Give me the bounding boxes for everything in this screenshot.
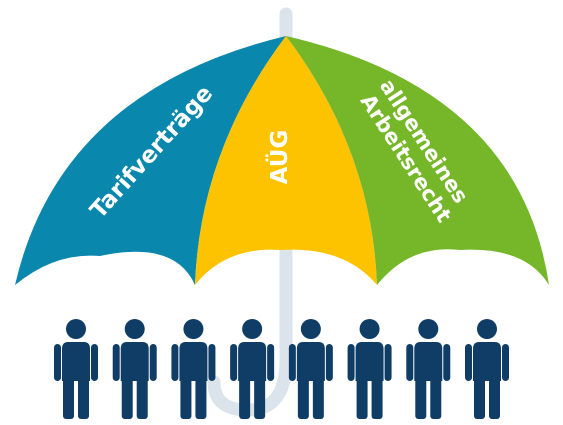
person-icon <box>230 319 275 419</box>
person-icon <box>54 319 98 419</box>
person-icon <box>465 319 509 419</box>
person-icon <box>171 319 216 419</box>
canopy-panel-tarifvertraege <box>15 36 286 285</box>
people-row <box>54 319 509 419</box>
person-icon <box>406 319 451 419</box>
person-icon <box>112 319 157 419</box>
person-icon <box>288 319 333 419</box>
label-aueg: AÜG <box>265 130 293 185</box>
canopy-panel-aueg <box>195 36 377 285</box>
person-icon <box>347 319 392 419</box>
canopy-panel-arbeitsrecht <box>286 36 549 285</box>
